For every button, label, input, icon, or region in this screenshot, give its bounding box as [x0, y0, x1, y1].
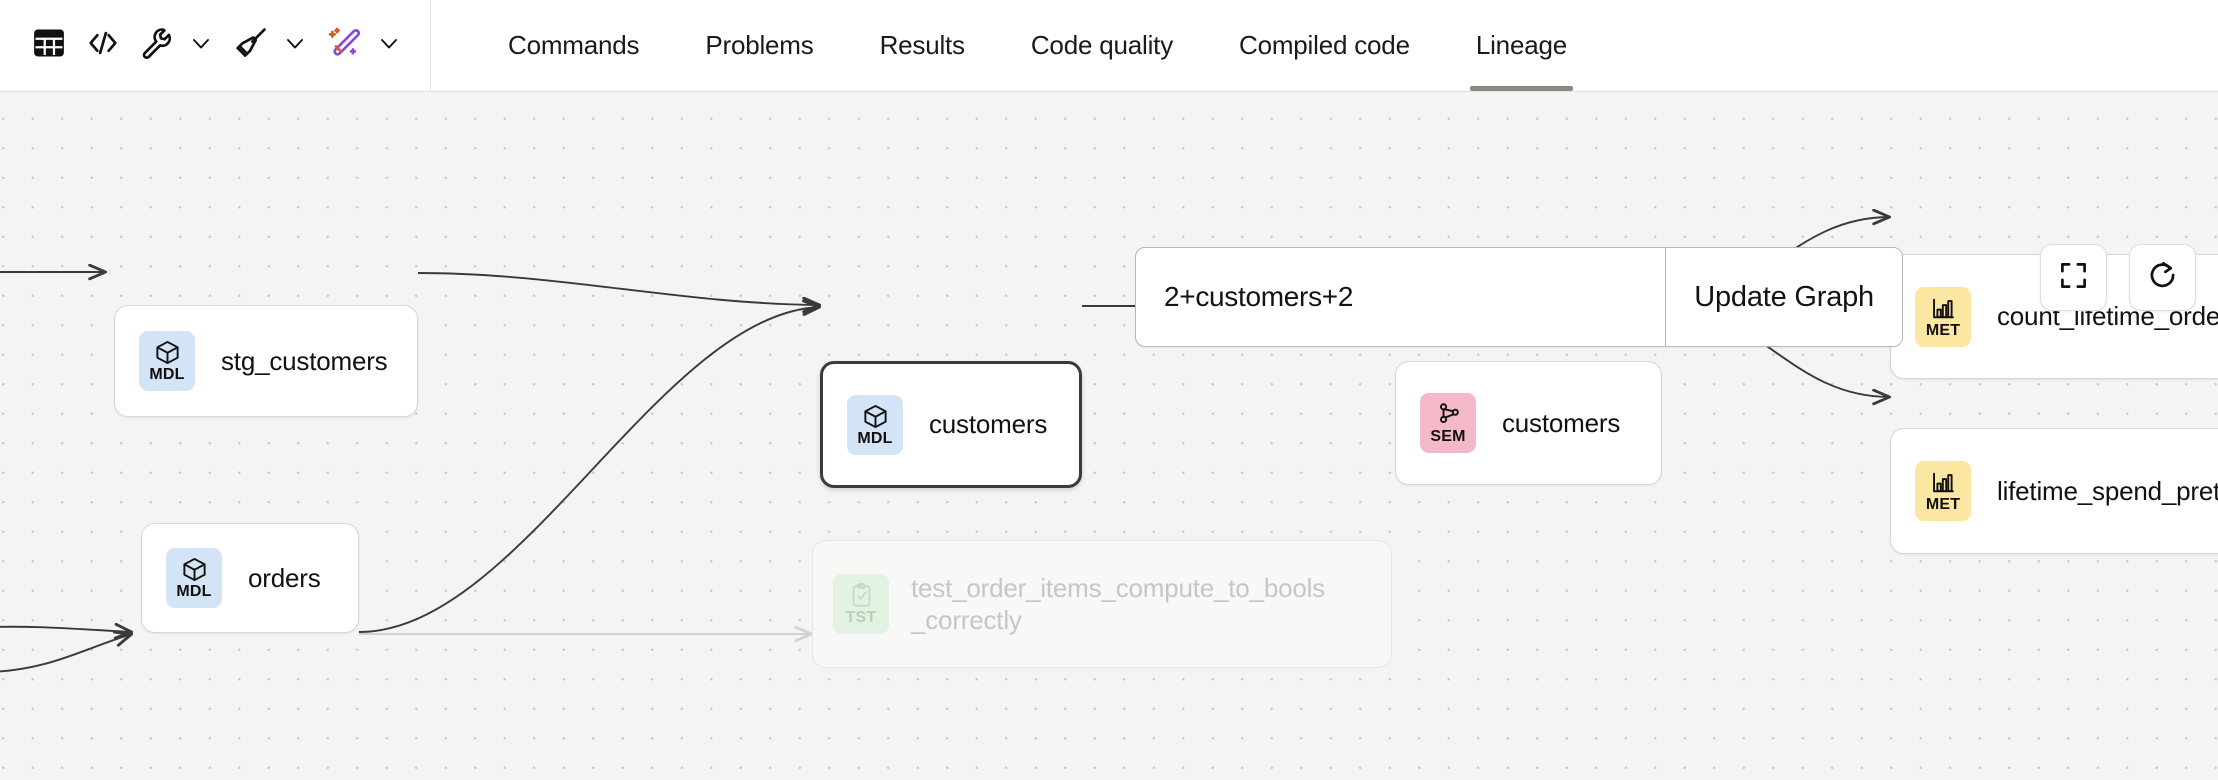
- tab-results[interactable]: Results: [847, 0, 998, 91]
- tab-label: Problems: [705, 30, 814, 60]
- lineage-canvas[interactable]: MDL stg_customers MDL orders MDL custome…: [0, 92, 2218, 780]
- magic-wand-icon: [328, 26, 362, 65]
- bar-chart-icon: [1932, 298, 1954, 318]
- ai-assist-button[interactable]: [318, 19, 372, 73]
- badge-text: MET: [1925, 321, 1961, 339]
- node-label: customers: [929, 409, 1048, 440]
- badge-text: MDL: [176, 583, 212, 600]
- node-type-badge-met: MET: [1915, 286, 1971, 347]
- graph-nodes-icon: [1439, 403, 1459, 423]
- node-type-badge-mdl: MDL: [166, 548, 222, 608]
- node-lifetime-spend-pretax[interactable]: MET lifetime_spend_pretax: [1890, 428, 2218, 554]
- broom-icon: [234, 26, 268, 65]
- chevron-down-icon: [283, 31, 307, 60]
- tab-lineage[interactable]: Lineage: [1443, 0, 1600, 91]
- code-view-button[interactable]: [76, 19, 130, 73]
- edge-upstream-orders-a: [0, 627, 132, 632]
- bar-chart-icon: [1932, 472, 1954, 493]
- wrench-icon: [140, 26, 174, 65]
- tab-label: Lineage: [1475, 30, 1567, 60]
- fit-view-button[interactable]: [2040, 244, 2107, 311]
- ai-tool-group: [318, 19, 406, 73]
- table-view-button[interactable]: [22, 19, 76, 73]
- tab-label: Compiled code: [1239, 30, 1410, 60]
- node-type-badge-mdl: MDL: [847, 394, 903, 455]
- node-test-order-items[interactable]: TST test_order_items_compute_to_bools _c…: [812, 540, 1392, 668]
- badge-text: MET: [1925, 496, 1961, 513]
- ai-dropdown-button[interactable]: [372, 19, 406, 73]
- cube-icon: [155, 340, 179, 365]
- code-view-icon: [86, 26, 120, 65]
- node-stg-customers[interactable]: MDL stg_customers: [114, 305, 418, 417]
- lineage-selector-input[interactable]: [1136, 248, 1666, 346]
- badge-text: MDL: [857, 429, 893, 447]
- table-view-icon: [32, 26, 66, 65]
- node-label: test_order_items_compute_to_bools _corre…: [911, 572, 1325, 636]
- node-type-badge-mdl: MDL: [139, 331, 195, 391]
- chevron-down-icon: [189, 31, 213, 60]
- fix-button[interactable]: [130, 19, 184, 73]
- node-label: orders: [248, 562, 321, 593]
- node-label: stg_customers: [221, 345, 388, 376]
- editor-tabs: Commands Problems Results Code quality C…: [431, 0, 2218, 91]
- format-button[interactable]: [224, 19, 278, 73]
- edge-orders-customers: [358, 307, 820, 633]
- refresh-icon: [2147, 260, 2178, 296]
- lineage-selector-panel: Update Graph: [1135, 247, 1903, 347]
- badge-text: TST: [845, 609, 877, 626]
- lineage-edges: [0, 92, 2218, 673]
- tab-commands[interactable]: Commands: [475, 0, 672, 91]
- fix-dropdown-button[interactable]: [184, 19, 218, 73]
- tab-compiled-code[interactable]: Compiled code: [1206, 0, 1443, 91]
- tab-code-quality[interactable]: Code quality: [998, 0, 1206, 91]
- node-label: lifetime_spend_pretax: [1997, 475, 2218, 506]
- tab-label: Commands: [508, 30, 640, 60]
- node-customers-model[interactable]: MDL customers: [820, 361, 1082, 488]
- node-customers-semantic[interactable]: SEM customers: [1395, 361, 1662, 485]
- node-type-badge-tst: TST: [833, 574, 889, 634]
- update-graph-button[interactable]: Update Graph: [1665, 248, 1902, 346]
- format-dropdown-button[interactable]: [278, 19, 312, 73]
- editor-toolbar: [0, 0, 431, 91]
- tab-label: Code quality: [1030, 30, 1173, 60]
- chevron-down-icon: [377, 31, 401, 60]
- node-label: customers: [1502, 407, 1621, 438]
- tab-label: Results: [879, 30, 965, 60]
- reload-graph-button[interactable]: [2129, 244, 2196, 311]
- cube-icon: [863, 404, 887, 428]
- badge-text: SEM: [1430, 428, 1466, 445]
- edge-stg-customers-customers: [417, 272, 820, 305]
- canvas-controls: [2040, 244, 2196, 311]
- format-tool-group: [224, 19, 312, 73]
- node-type-badge-sem: SEM: [1420, 393, 1476, 453]
- fix-tool-group: [130, 19, 218, 73]
- node-type-badge-met: MET: [1915, 461, 1971, 521]
- editor-header: Commands Problems Results Code quality C…: [0, 0, 2218, 92]
- clipboard-check-icon: [852, 583, 870, 607]
- node-orders[interactable]: MDL orders: [141, 523, 359, 633]
- fit-view-icon: [2058, 260, 2089, 296]
- edge-upstream-orders-b: [0, 634, 132, 673]
- tab-problems[interactable]: Problems: [672, 0, 846, 91]
- cube-icon: [182, 557, 206, 582]
- badge-text: MDL: [149, 366, 185, 383]
